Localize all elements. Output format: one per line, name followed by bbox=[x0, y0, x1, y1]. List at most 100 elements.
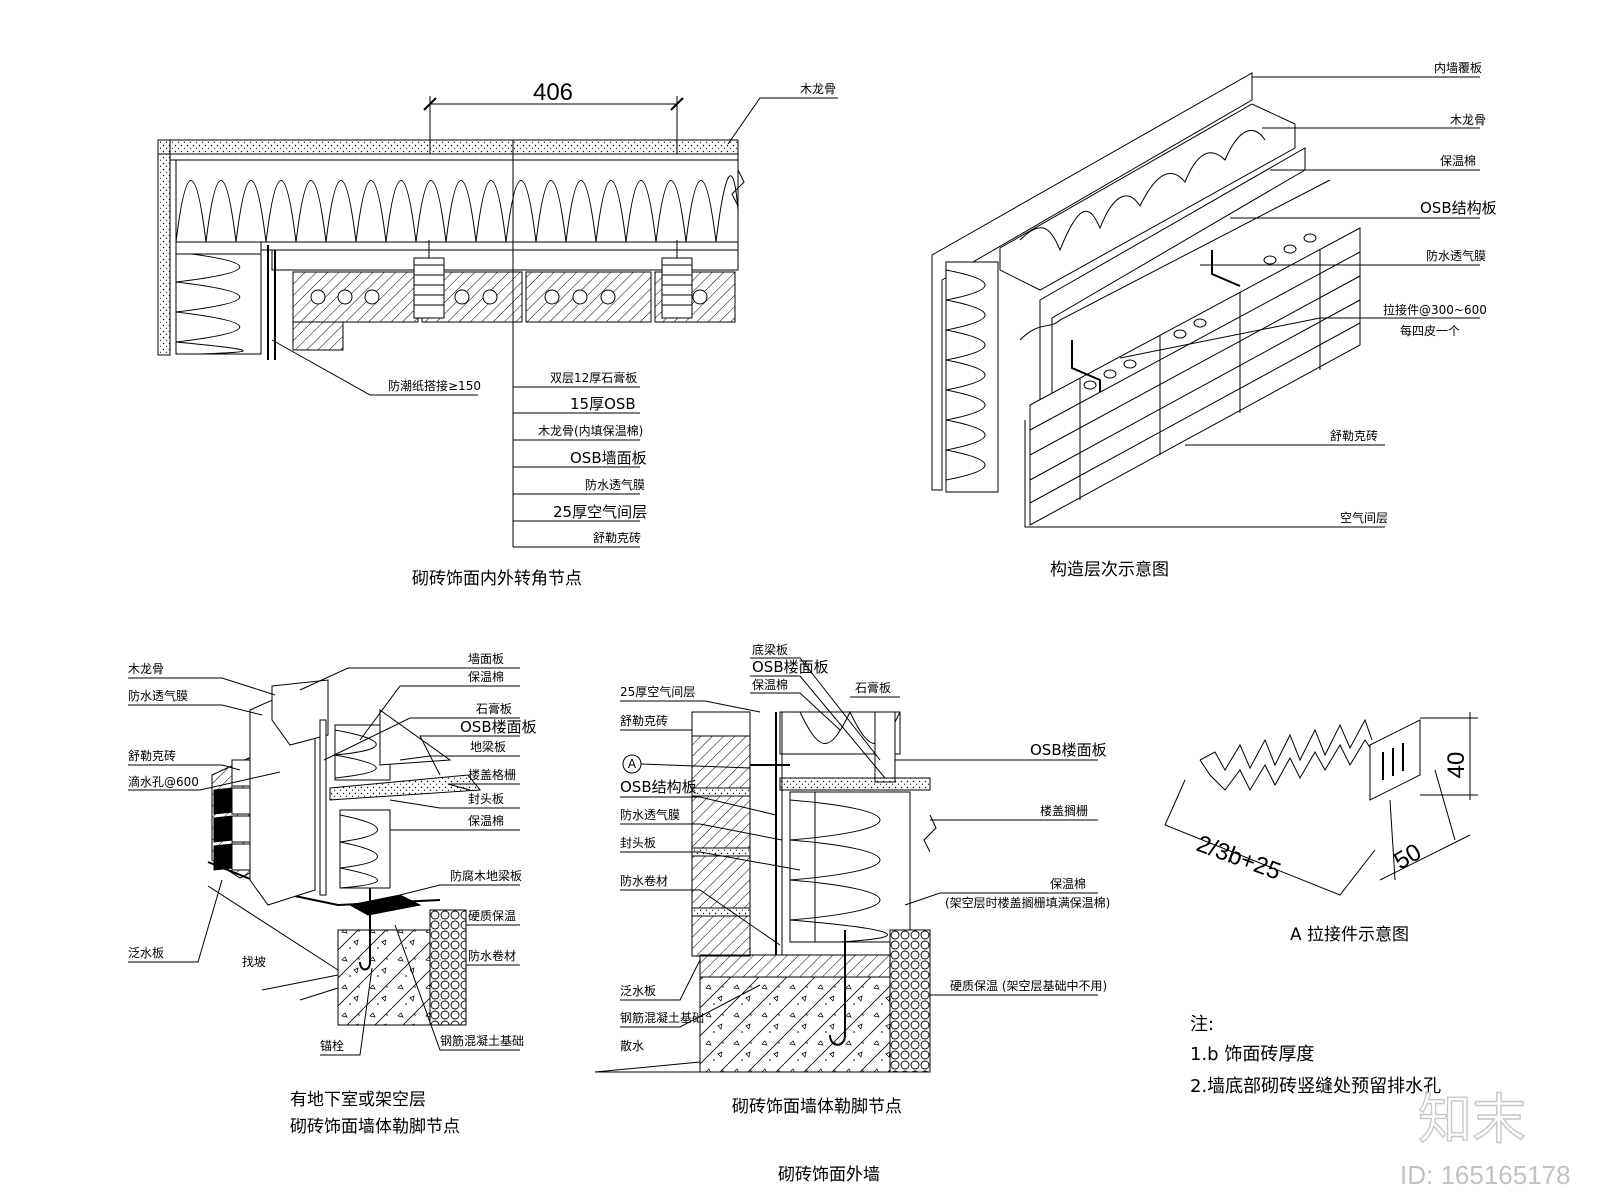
right-leaders: 内墙覆板 木龙骨 保温棉 OSB结构板 防水透气膜 拉接件@300~600 每四… bbox=[1024, 61, 1497, 528]
label-apron: 散水 bbox=[620, 1038, 644, 1053]
insulation-curves bbox=[945, 269, 986, 481]
insulation-curves bbox=[175, 251, 244, 355]
basement-node-detail: 木龙骨 防水透气膜 舒勒克砖 滴水孔@600 泛水板 找坡 锚栓 墙面板 保温棉… bbox=[128, 652, 537, 1137]
caption-corner-node: 砌砖饰面内外转角节点 bbox=[412, 569, 582, 589]
dim-40-lines bbox=[1420, 712, 1478, 800]
label-osb-floor-bc: OSB楼面板 bbox=[752, 658, 829, 676]
label-flashing-bc: 泛水板 bbox=[620, 984, 656, 998]
marker-leader bbox=[640, 763, 751, 769]
label-osb15: 15厚OSB bbox=[570, 395, 636, 413]
label-joist-bc: 楼盖搁栅 bbox=[1040, 803, 1088, 818]
tie bbox=[1071, 340, 1101, 392]
foundation bbox=[699, 976, 891, 1073]
center-top-leaders: 底梁板 OSB楼面板 保温棉 石膏板 bbox=[750, 642, 900, 779]
label-air25: 25厚空气间层 bbox=[553, 503, 647, 521]
label-inner-board: 内墙覆板 bbox=[1434, 61, 1482, 75]
label-stud: 木龙骨 bbox=[800, 82, 836, 96]
air-gap bbox=[271, 249, 739, 271]
label-anchor: 锚栓 bbox=[320, 1038, 344, 1053]
tie-clip-lines bbox=[662, 264, 692, 306]
label-wall-board: 墙面板 bbox=[468, 652, 504, 666]
outer-board-strip bbox=[157, 139, 739, 155]
plinth-node-detail: A 25厚空气间层 舒勒克砖 OSB结构板 防水透气膜 封头板 防水卷材 泛水板… bbox=[594, 642, 1110, 1117]
dimension-tick bbox=[423, 97, 437, 111]
break-mark bbox=[923, 814, 937, 853]
tie-corrugation bbox=[1199, 718, 1373, 771]
label-membrane: 防水透气膜 bbox=[585, 477, 645, 492]
tie-corrugation bbox=[1199, 739, 1376, 792]
layer-isometric-detail: 内墙覆板 木龙骨 保温棉 OSB结构板 防水透气膜 拉接件@300~600 每四… bbox=[931, 61, 1497, 580]
dim-length: 2/3b+25 bbox=[1193, 830, 1284, 885]
left-leaders: 木龙骨 防水透气膜 舒勒克砖 滴水孔@600 泛水板 找坡 锚栓 bbox=[128, 662, 373, 1056]
caption-tie: A 拉接件示意图 bbox=[1290, 925, 1409, 945]
label-osb-wall: OSB墙面板 bbox=[570, 449, 647, 467]
outer-board-vertical bbox=[157, 139, 171, 356]
floor-slab bbox=[329, 774, 481, 801]
label-stud-r: 木龙骨 bbox=[1450, 113, 1486, 127]
label-membrane-r: 防水透气膜 bbox=[1426, 248, 1486, 263]
label-osb-r: OSB结构板 bbox=[1420, 199, 1497, 217]
board-strip bbox=[260, 241, 739, 251]
foundation bbox=[337, 929, 431, 1026]
label-stud-bl: 木龙骨 bbox=[128, 662, 164, 676]
label-membrane-bc: 防水透气膜 bbox=[620, 807, 680, 822]
brick-holes bbox=[310, 289, 708, 305]
caption-bl-line2: 砌砖饰面墙体勒脚节点 bbox=[290, 1117, 460, 1137]
inner-board bbox=[931, 72, 1253, 491]
soil-slope bbox=[207, 885, 339, 1001]
main-caption: 砌砖饰面外墙 bbox=[778, 1165, 880, 1185]
tie bbox=[1211, 250, 1241, 287]
label-sill: 防腐木地梁板 bbox=[450, 868, 522, 883]
label-weep: 滴水孔@600 bbox=[128, 774, 199, 789]
tie-piece-detail: 40 2/3b+25 50 A 拉接件示意图 注: 1.b 饰面砖厚度 2.墙底… bbox=[1164, 712, 1478, 1097]
label-waterproof-bl: 防水卷材 bbox=[468, 948, 516, 963]
anchor-bolt bbox=[829, 930, 846, 1046]
label-brick-bl: 舒勒克砖 bbox=[128, 748, 176, 763]
break-mark bbox=[731, 169, 745, 207]
right-leaders-bl: 墙面板 保温棉 石膏板 OSB楼面板 地梁板 楼盖格栅 封头板 保温棉 防腐木地… bbox=[299, 652, 537, 1051]
insulation-batt bbox=[175, 159, 739, 243]
label-rim-bl: 封头板 bbox=[468, 792, 504, 806]
tie-slots bbox=[1382, 743, 1404, 780]
dim-length-lines bbox=[1164, 779, 1376, 896]
label-brick-r: 舒勒克砖 bbox=[1330, 428, 1378, 443]
label-stack: 双层12厚石膏板 15厚OSB 木龙骨(内填保温棉) OSB墙面板 防水透气膜 … bbox=[513, 370, 647, 548]
note-2: 2.墙底部砌砖竖缝处预留排水孔 bbox=[1190, 1076, 1441, 1097]
dimension-406: 406 bbox=[533, 79, 573, 106]
note-1: 1.b 饰面砖厚度 bbox=[1190, 1044, 1314, 1065]
caption-layer-iso: 构造层次示意图 bbox=[1050, 560, 1169, 580]
tie-clip bbox=[661, 257, 693, 319]
tie-clip bbox=[413, 257, 445, 319]
label-osb-floor-bl: OSB楼面板 bbox=[460, 718, 537, 736]
note-title: 注: bbox=[1190, 1014, 1214, 1035]
stud-top bbox=[175, 241, 262, 255]
rim-board bbox=[874, 711, 896, 783]
dim-50-lines bbox=[1379, 769, 1471, 881]
insulation-face bbox=[945, 261, 999, 493]
joist-insulation bbox=[789, 791, 911, 943]
rigid-insulation bbox=[889, 929, 931, 1073]
marker-a: A bbox=[628, 757, 637, 771]
label-insulation-bl: 保温棉 bbox=[468, 670, 504, 684]
leader-line bbox=[727, 97, 838, 145]
label-foundation-bc: 钢筋混凝土基础 bbox=[620, 1010, 704, 1025]
label-osb-floor2-bc: OSB楼面板 bbox=[1030, 741, 1107, 759]
sill-plate bbox=[699, 954, 911, 978]
label-membrane-bl: 防水透气膜 bbox=[128, 688, 188, 703]
insulation-curves bbox=[175, 175, 739, 243]
corner-node-detail: 406 bbox=[157, 79, 838, 589]
apron-line bbox=[594, 1061, 701, 1073]
watermark-logo: 知末 bbox=[1418, 1088, 1526, 1151]
image-id: ID: 165165178 bbox=[1400, 1160, 1571, 1190]
label-stud-insul: 木龙骨(内填保温棉) bbox=[538, 424, 643, 438]
label-bottom-plate: 底梁板 bbox=[752, 642, 788, 657]
insulation-curves bbox=[1019, 130, 1266, 252]
insulation-column bbox=[175, 241, 262, 355]
label-joist-bl: 楼盖格栅 bbox=[468, 767, 516, 782]
label-brick-bc: 舒勒克砖 bbox=[620, 713, 668, 728]
rigid-insulation bbox=[429, 909, 467, 1026]
label-paper: 防潮纸搭接≥150 bbox=[388, 378, 481, 393]
label-insul-note: (架空层时楼盖搁栅填满保温棉) bbox=[945, 895, 1110, 910]
brick bbox=[292, 321, 344, 351]
